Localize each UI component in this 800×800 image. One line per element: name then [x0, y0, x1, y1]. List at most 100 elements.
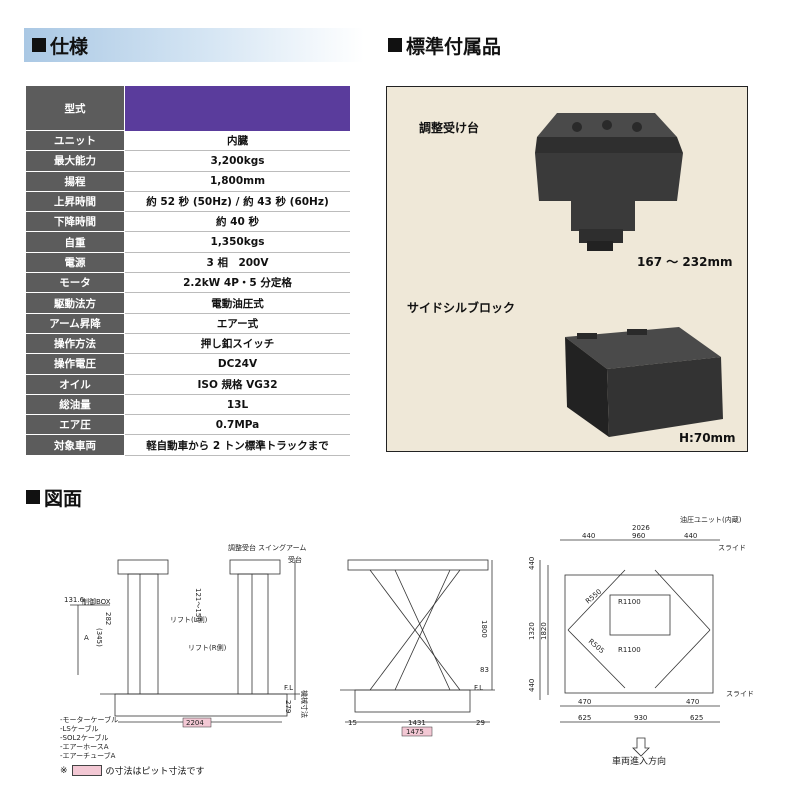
spec-label: アーム昇降	[26, 313, 125, 334]
spec-row: 下降時間約 40 秒	[26, 211, 350, 233]
spec-label: ユニット	[26, 130, 125, 152]
plan-label-slide-bottom: スライド	[726, 690, 754, 698]
side-dim-1431: 1431	[408, 719, 426, 727]
spec-label: 自重	[26, 231, 125, 253]
front-dim-282: 282	[104, 612, 112, 625]
sill-size: H:70mm	[679, 431, 736, 445]
sill-label: サイドシルブロック	[407, 301, 516, 315]
pit-swatch	[71, 765, 102, 776]
spec-row: 対象車両軽自動車から 2 トン標準トラックまで	[26, 434, 350, 456]
plan-r1100: R1100	[618, 598, 641, 606]
plan-dim-470: 470	[686, 698, 699, 706]
front-note-vertical: 機械寸法	[300, 690, 309, 718]
spec-value: 1,350kgs	[124, 231, 350, 253]
plan-view-labels: 2026 440 960 440 油圧ユニット(内蔵) スライド スライド 44…	[528, 515, 754, 767]
pit-note-text: の寸法はピット寸法です	[105, 767, 205, 777]
plan-dim-440: 440	[582, 532, 595, 540]
plan-dim-625: 625	[690, 714, 703, 722]
spec-label: オイル	[26, 374, 125, 395]
front-label-lift-r: リフト(R側)	[188, 643, 227, 652]
adjust-label: 調整受け台	[419, 121, 480, 135]
spec-value: 3 相 200V	[124, 252, 350, 274]
spec-row: 型式	[26, 86, 350, 131]
spec-row: ユニット内臓	[26, 130, 350, 152]
front-label-lift-l: リフト(L側)	[170, 615, 208, 624]
spec-value	[124, 86, 350, 131]
front-label-control-box: 制御BOX	[82, 597, 111, 606]
side-label-fl: F.L	[474, 684, 483, 692]
spec-value: エアー式	[124, 313, 350, 334]
spec-value: 内臓	[124, 130, 350, 152]
pit-note-mark: ※	[60, 765, 68, 776]
plan-dim-1320: 1320	[528, 622, 536, 640]
plan-dim-930: 930	[634, 714, 647, 722]
plan-r505: R505	[587, 637, 606, 655]
plan-r1100: R1100	[618, 646, 641, 654]
front-view-labels: 調整受台 スイングアーム 受台 121～150 131.6 制御BOX 282 …	[60, 543, 309, 760]
side-dim-83: 83	[480, 666, 489, 674]
adjust-pad-image	[535, 113, 683, 251]
square-bullet-icon	[388, 38, 402, 52]
plan-view-drawing	[539, 539, 720, 757]
square-bullet-icon	[32, 38, 46, 52]
spec-label: 電源	[26, 252, 125, 274]
spec-value: DC24V	[124, 353, 350, 375]
spec-label: 揚程	[26, 171, 125, 192]
spec-label: 操作電圧	[26, 353, 125, 375]
side-dim-15: 15	[348, 719, 357, 727]
plan-label-slide-top: スライド	[718, 544, 746, 552]
front-dim-345: (345)	[95, 628, 103, 647]
spec-label: 駆動法方	[26, 292, 125, 314]
spec-label: 対象車両	[26, 434, 125, 456]
front-dim-279: 279	[284, 700, 292, 713]
sill-block-image	[565, 327, 723, 437]
front-label-receive: 受台	[288, 555, 302, 564]
side-dim-1475: 1475	[406, 728, 424, 736]
plan-dim-440: 440	[528, 557, 536, 570]
technical-drawings: 調整受台 スイングアーム 受台 121～150 131.6 制御BOX 282 …	[60, 515, 754, 767]
spec-label: 操作方法	[26, 333, 125, 355]
accessory-illustrations	[535, 113, 723, 437]
side-dim-29: 29	[476, 719, 485, 727]
spec-label: 上昇時間	[26, 191, 125, 213]
front-cable-item: -エアーチューブA	[60, 751, 116, 760]
front-label-fl: F.L	[284, 684, 293, 692]
spec-label: 下降時間	[26, 211, 125, 233]
front-label-adjust: 調整受台	[228, 543, 256, 552]
plan-dim-625: 625	[578, 714, 591, 722]
front-mark-a: A	[84, 634, 89, 642]
front-label-swing-arm: スイングアーム	[258, 543, 306, 552]
pit-note: ※ の寸法はピット寸法です	[60, 764, 205, 777]
spec-value: 13L	[124, 394, 350, 416]
spec-value: ISO 規格 VG32	[124, 374, 350, 395]
side-view-drawing	[340, 559, 495, 723]
spec-value: 3,200kgs	[124, 150, 350, 172]
side-view-labels: 1800 83 F.L 15 1431 29 1475	[348, 620, 489, 737]
spec-row: 駆動法方電動油圧式	[26, 292, 350, 314]
front-view-drawing	[70, 559, 300, 723]
spec-label: 型式	[26, 86, 125, 131]
spec-value: 約 40 秒	[124, 211, 350, 233]
plan-dim-1820: 1820	[540, 622, 548, 640]
spec-value: 軽自動車から 2 トン標準トラックまで	[124, 434, 350, 456]
plan-dim-470: 470	[578, 698, 591, 706]
accessories-box: 調整受け台 167 ～ 232mm サイドシルブロック H:70mm	[386, 86, 748, 452]
side-dim-1800: 1800	[480, 620, 488, 638]
spec-value: 約 52 秒 (50Hz) / 約 43 秒 (60Hz)	[124, 191, 350, 213]
spec-row: 上昇時間約 52 秒 (50Hz) / 約 43 秒 (60Hz)	[26, 191, 350, 213]
spec-value: 1,800mm	[124, 171, 350, 192]
plan-dim-2026: 2026	[632, 524, 650, 532]
drawings-header: 図面	[18, 480, 218, 514]
plan-dim-960: 960	[632, 532, 645, 540]
plan-dim-440: 440	[528, 679, 536, 692]
front-cable-item: -エアーホースA	[60, 743, 109, 751]
